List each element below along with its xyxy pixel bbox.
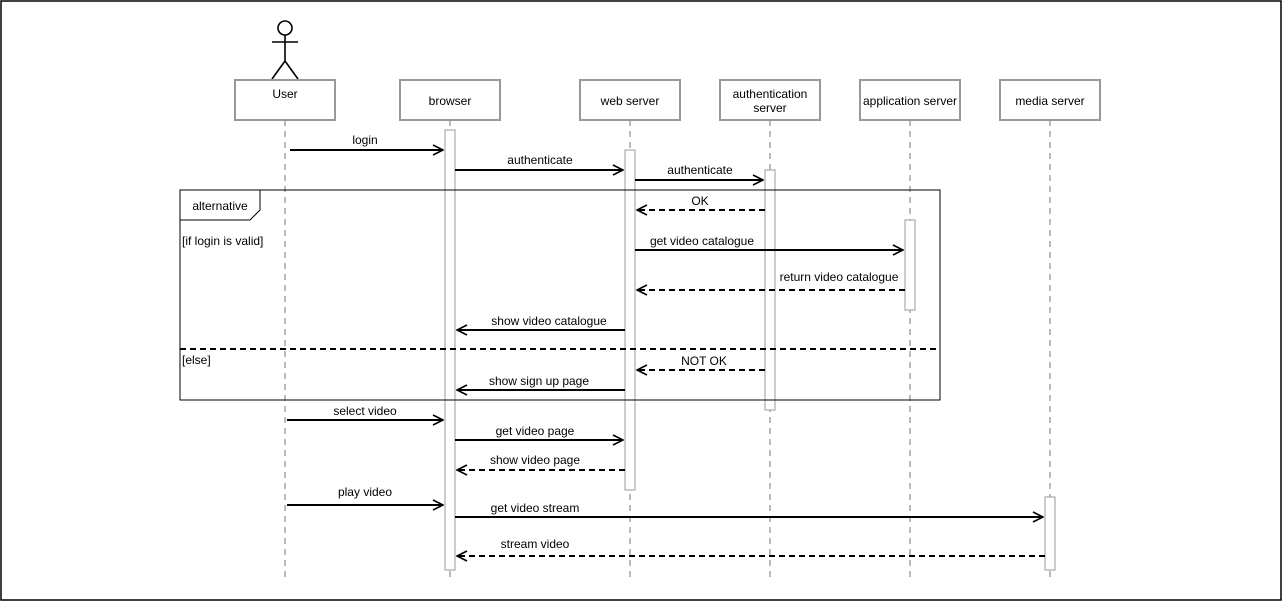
message-label-get-video-page: get video page [496, 424, 575, 438]
message-label-play-video: play video [338, 485, 392, 499]
message-label-get-video-catalogue: get video catalogue [650, 234, 754, 248]
fragment-guard-else: [else] [182, 353, 211, 367]
message-label-authenticate-web: authenticate [507, 153, 573, 167]
message-label-authenticate-auth: authenticate [667, 163, 733, 177]
message-label-show-video-catalogue: show video catalogue [491, 314, 607, 328]
participant-label-media-server: media server [1015, 94, 1084, 108]
participant-web-server [579, 79, 681, 121]
participant-label-web-server: web server [600, 94, 660, 108]
activation-media-server [1044, 496, 1056, 571]
activation-web-server [624, 149, 636, 491]
message-label-show-sign-up-page: show sign up page [489, 374, 589, 388]
participant-label-user: User [272, 87, 297, 101]
message-label-return-video-catalogue: return video catalogue [780, 270, 899, 284]
message-label-login: login [352, 133, 377, 147]
activation-application-server [904, 219, 916, 311]
participant-label-browser: browser [429, 94, 472, 108]
participant-label-authentication-line1: authentication [733, 87, 808, 101]
participant-label-authentication-line2: server [753, 101, 786, 115]
message-label-get-video-stream: get video stream [491, 501, 580, 515]
participant-browser [399, 79, 501, 121]
messages: login authenticate authenticate OK get v… [287, 133, 1045, 556]
message-label-ok: OK [691, 194, 708, 208]
message-label-stream-video: stream video [501, 537, 570, 551]
message-label-show-video-page: show video page [490, 453, 580, 467]
participant-authentication-server [719, 79, 821, 121]
participant-boxes: User browser web server authentication s… [234, 79, 1101, 121]
participant-application-server [859, 79, 961, 121]
participant-user [234, 79, 336, 121]
alternative-fragment: alternative [if login is valid] [else] [179, 189, 941, 401]
participant-media-server [999, 79, 1101, 121]
message-label-not-ok: NOT OK [681, 354, 727, 368]
fragment-operator-tab [179, 189, 261, 221]
message-label-select-video: select video [333, 404, 397, 418]
fragment-frame [179, 189, 941, 401]
participant-label-application-server: application server [863, 94, 957, 108]
fragment-guard-valid: [if login is valid] [182, 234, 263, 248]
fragment-operator-label: alternative [192, 199, 248, 213]
actor-icon [271, 20, 299, 80]
